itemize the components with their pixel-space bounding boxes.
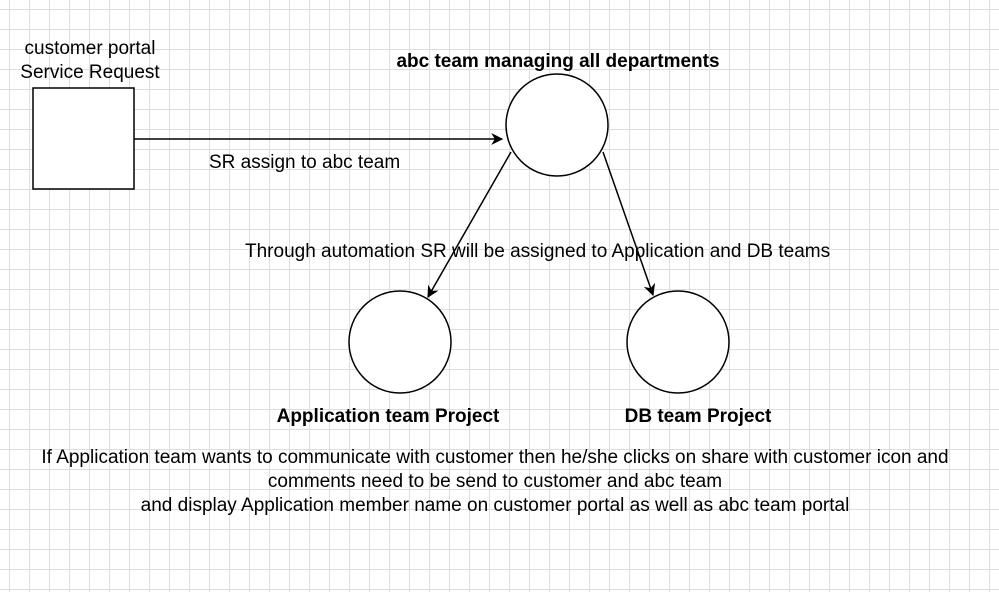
note-line2: comments need to be send to customer and… — [267, 471, 723, 492]
note-text: If Application team wants to communicate… — [0, 446, 990, 518]
abc-to-application-arrow[interactable] — [427, 151, 512, 299]
automation-label: Through automation SR will be assigned t… — [245, 241, 831, 262]
abc-to-db-arrow[interactable] — [602, 151, 656, 297]
customer-portal-title-line1: customer portal — [24, 38, 156, 59]
customer-portal-title-line2: Service Request — [20, 62, 160, 83]
note-line3: and display Application member name on c… — [140, 495, 850, 516]
application-team-node[interactable] — [348, 290, 452, 394]
db-team-node[interactable] — [626, 290, 730, 394]
db-team-title: DB team Project — [624, 406, 772, 427]
note-line1: If Application team wants to communicate… — [41, 447, 949, 468]
abc-team-node[interactable] — [505, 73, 609, 177]
customer-portal-box[interactable] — [32, 87, 135, 190]
abc-team-title: abc team managing all departments — [396, 51, 720, 72]
customer-portal-label: customer portal Service Request — [0, 37, 180, 85]
sr-assign-label: SR assign to abc team — [209, 152, 401, 173]
application-team-title: Application team Project — [276, 406, 500, 427]
